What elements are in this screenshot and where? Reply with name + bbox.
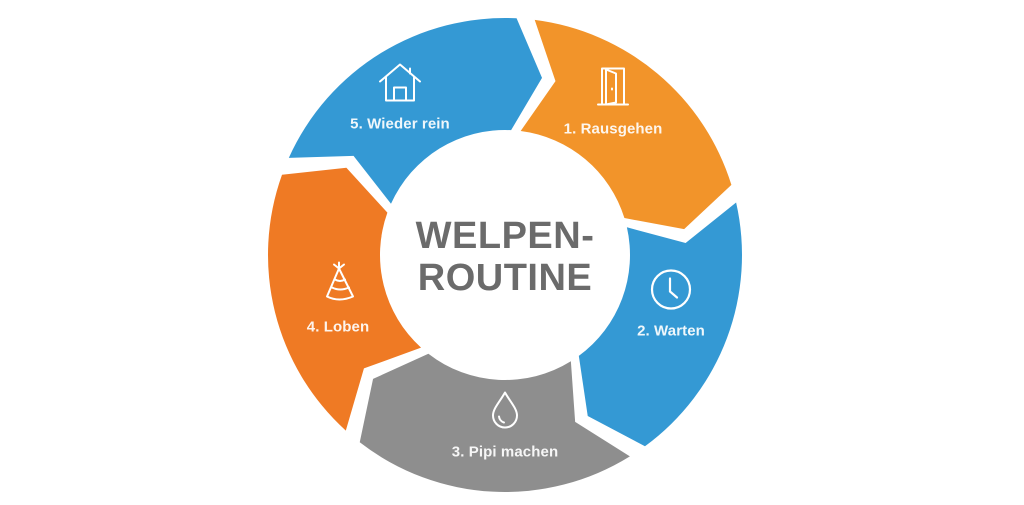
- center-circle: [381, 131, 629, 379]
- step-5-label: 5. Wieder rein: [350, 115, 450, 133]
- house-icon: [377, 62, 423, 109]
- party-hat-icon: [323, 261, 357, 310]
- door-icon: [596, 65, 630, 112]
- center-title: WELPEN- ROUTINE: [416, 215, 595, 299]
- step-1-segment: [520, 19, 732, 230]
- clock-icon: [649, 268, 693, 317]
- center-title-line-1: WELPEN-: [415, 215, 595, 257]
- step-5-segment: [288, 18, 543, 204]
- step-2-segment: [578, 202, 742, 447]
- droplet-icon: [488, 390, 522, 435]
- center-title-line-2: ROUTINE: [417, 257, 593, 299]
- step-4-label: 4. Loben: [306, 318, 370, 336]
- step-1-label: 1. Rausgehen: [563, 120, 663, 138]
- step-2-label: 2. Warten: [637, 322, 705, 340]
- step-3-label: 3. Pipi machen: [451, 443, 559, 461]
